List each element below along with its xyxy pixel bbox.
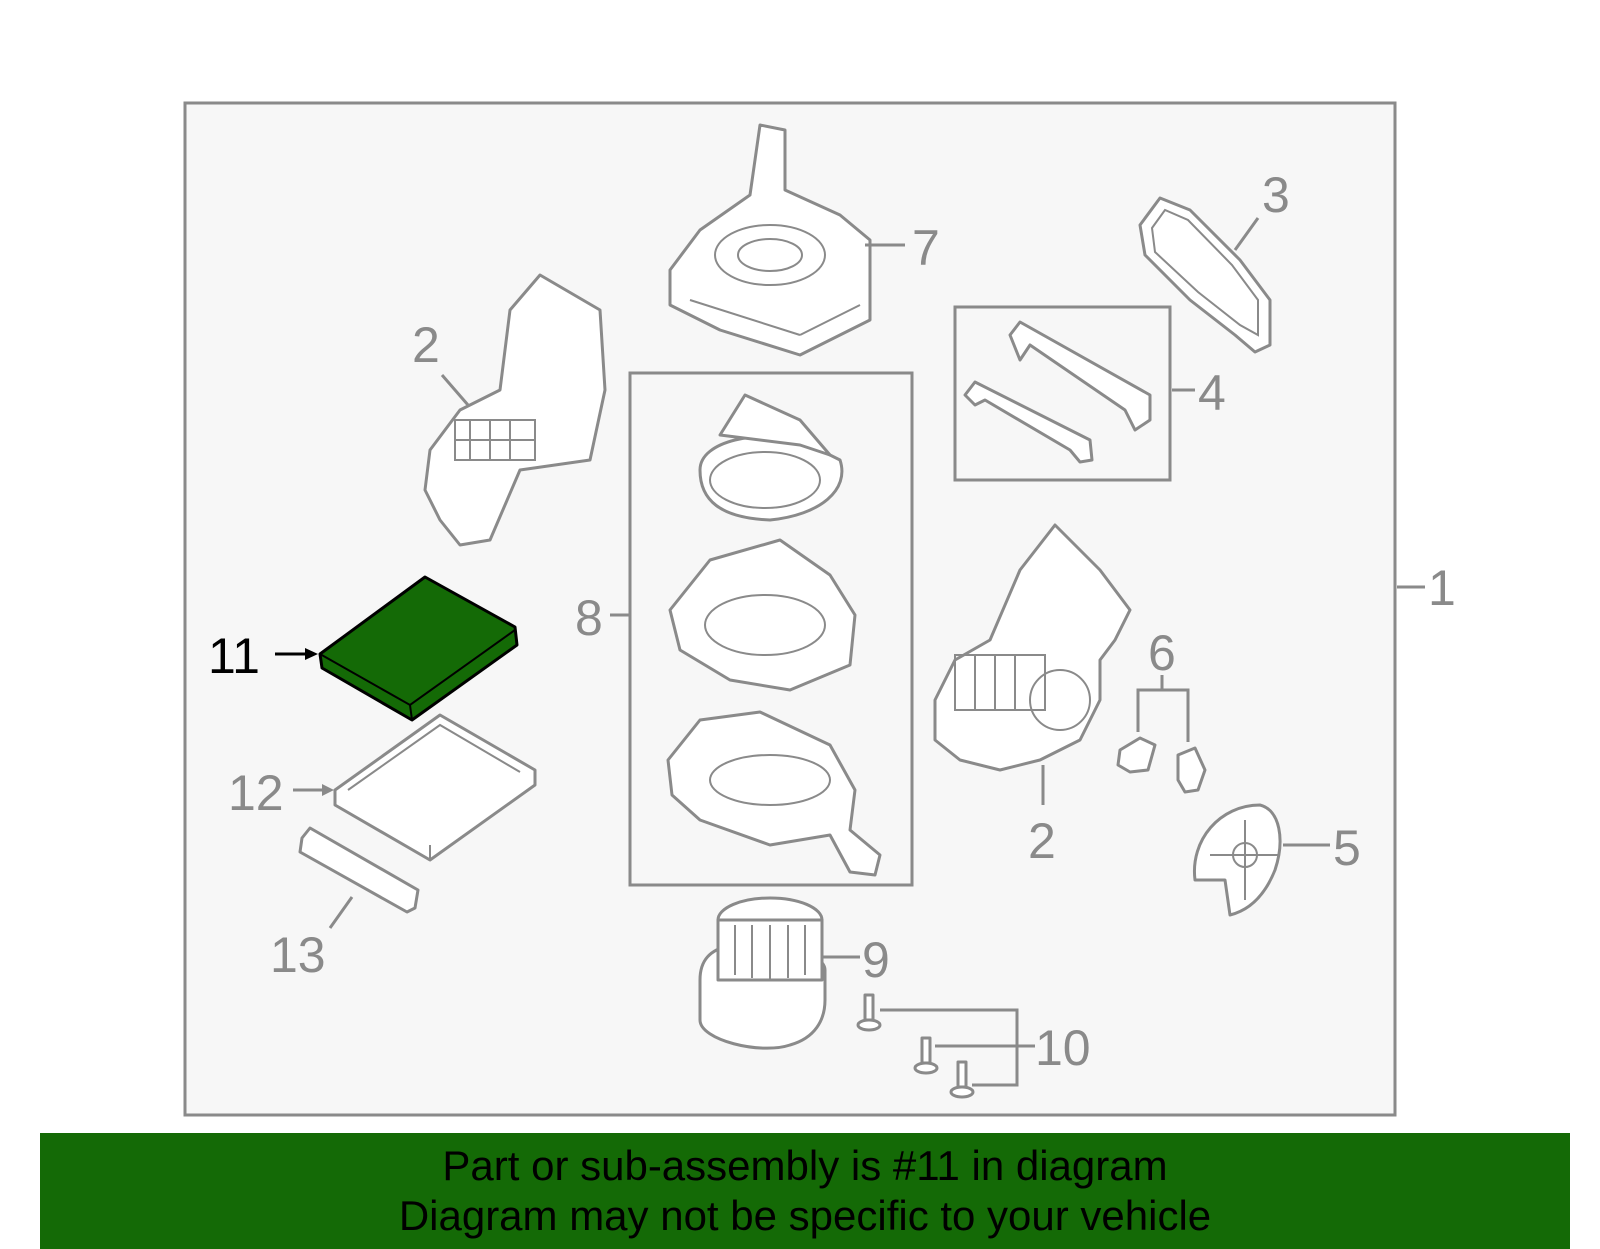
part-9-blower-motor[interactable] bbox=[698, 896, 827, 1050]
banner-line-2: Diagram may not be specific to your vehi… bbox=[398, 1192, 1212, 1239]
part-8-box bbox=[628, 371, 914, 887]
part-13-filter-cover[interactable] bbox=[298, 826, 420, 914]
callout-11: 11 bbox=[208, 628, 260, 684]
callout-1: 1 bbox=[1428, 560, 1456, 616]
callout-2-lower: 2 bbox=[1028, 813, 1056, 869]
callout-4: 4 bbox=[1198, 365, 1226, 421]
part-11-cabin-filter[interactable] bbox=[318, 575, 519, 722]
part-2-duct-housing-lower[interactable] bbox=[933, 523, 1132, 772]
part-12-filter-frame[interactable] bbox=[333, 713, 537, 862]
callout-8: 8 bbox=[575, 590, 603, 646]
parts-diagram: 7 3 2 4 8 bbox=[183, 101, 1456, 1117]
part-3-seal-gasket[interactable] bbox=[1138, 196, 1272, 354]
callout-10: 10 bbox=[1035, 1020, 1091, 1076]
callout-12: 12 bbox=[228, 765, 284, 821]
callout-2-upper: 2 bbox=[412, 317, 440, 373]
callout-7: 7 bbox=[912, 220, 940, 276]
part-7-blower-case[interactable] bbox=[668, 123, 872, 357]
part-4-brackets[interactable] bbox=[963, 320, 1152, 464]
banner-line-1: Part or sub-assembly is #11 in diagram bbox=[442, 1142, 1168, 1189]
part-8-blower-housing[interactable] bbox=[666, 393, 882, 877]
callout-13: 13 bbox=[270, 927, 326, 983]
part-2-duct-housing-upper[interactable] bbox=[423, 273, 607, 547]
part-info-banner: Part or sub-assembly is #11 in diagram D… bbox=[40, 1133, 1570, 1249]
callout-3: 3 bbox=[1262, 167, 1290, 223]
part-10-screws[interactable] bbox=[856, 993, 975, 1099]
callout-6: 6 bbox=[1148, 625, 1176, 681]
callout-5: 5 bbox=[1333, 820, 1361, 876]
part-6-actuators[interactable] bbox=[1116, 736, 1207, 794]
callout-9: 9 bbox=[862, 932, 890, 988]
part-4-box bbox=[953, 305, 1172, 482]
part-5-cover[interactable] bbox=[1192, 803, 1282, 917]
